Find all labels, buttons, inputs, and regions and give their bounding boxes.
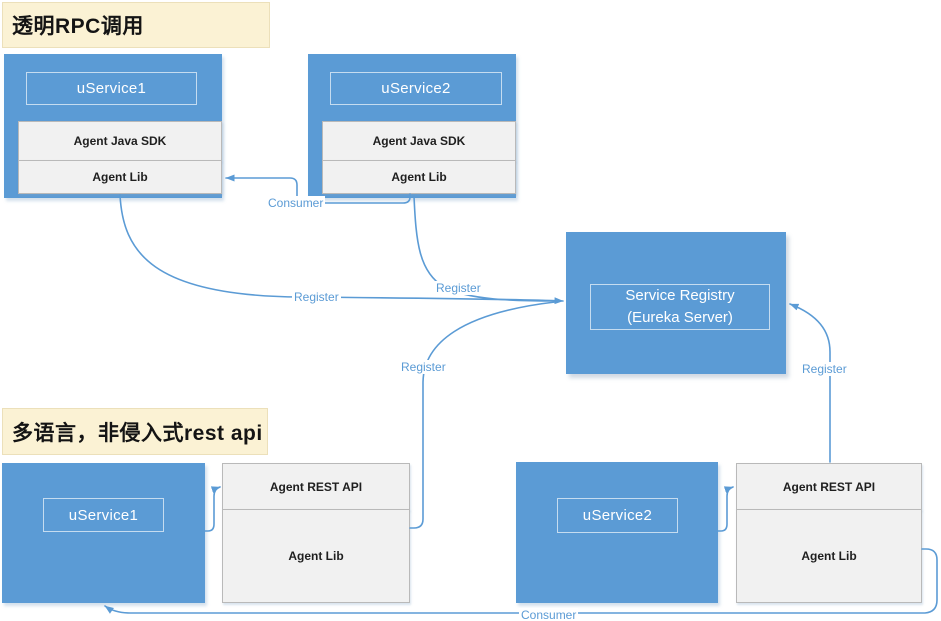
service-registry-title: Service Registry (Eureka Server): [590, 284, 770, 330]
register-label-uservice1-top: Register: [292, 290, 341, 304]
service-registry-title-line1: Service Registry: [625, 287, 735, 304]
register-label-uservice1-bottom: Register: [399, 360, 448, 374]
bottom-uservice2-title: uService2: [557, 498, 678, 533]
top-uservice2-agent-lib: Agent Lib: [322, 160, 516, 194]
bottom-uservice1-agent-lib: Agent Lib: [222, 509, 410, 603]
link-connector-uservice2-restapi: [717, 486, 734, 532]
bottom-uservice1-title: uService1: [43, 498, 164, 532]
note-transparent-rpc: 透明RPC调用: [2, 2, 270, 48]
consumer-label-top: Consumer: [266, 196, 326, 210]
service-registry-box: [566, 232, 786, 374]
top-uservice1-title: uService1: [26, 72, 197, 105]
top-uservice1-agent-java-sdk: Agent Java SDK: [18, 121, 222, 161]
bottom-uservice1-box: [2, 463, 205, 603]
bottom-uservice2-agent-lib: Agent Lib: [736, 509, 922, 603]
link-connector-uservice1-restapi: [204, 486, 221, 532]
bottom-uservice1-agent-rest-api: Agent REST API: [222, 463, 410, 510]
register-connector-uservice2-bottom: [789, 303, 831, 463]
top-uservice1-agent-lib: Agent Lib: [18, 160, 222, 194]
bottom-uservice2-agent-rest-api: Agent REST API: [736, 463, 922, 510]
top-uservice2-agent-java-sdk: Agent Java SDK: [322, 121, 516, 161]
service-registry-title-line2: (Eureka Server): [627, 309, 733, 326]
top-uservice2-title: uService2: [330, 72, 502, 105]
register-label-uservice2-bottom: Register: [800, 362, 849, 376]
note-multi-language: 多语言，非侵入式rest api: [2, 408, 268, 455]
register-connector-uservice1-top: [119, 194, 564, 305]
consumer-label-bottom: Consumer: [519, 608, 579, 621]
register-label-uservice2-top: Register: [434, 281, 483, 295]
